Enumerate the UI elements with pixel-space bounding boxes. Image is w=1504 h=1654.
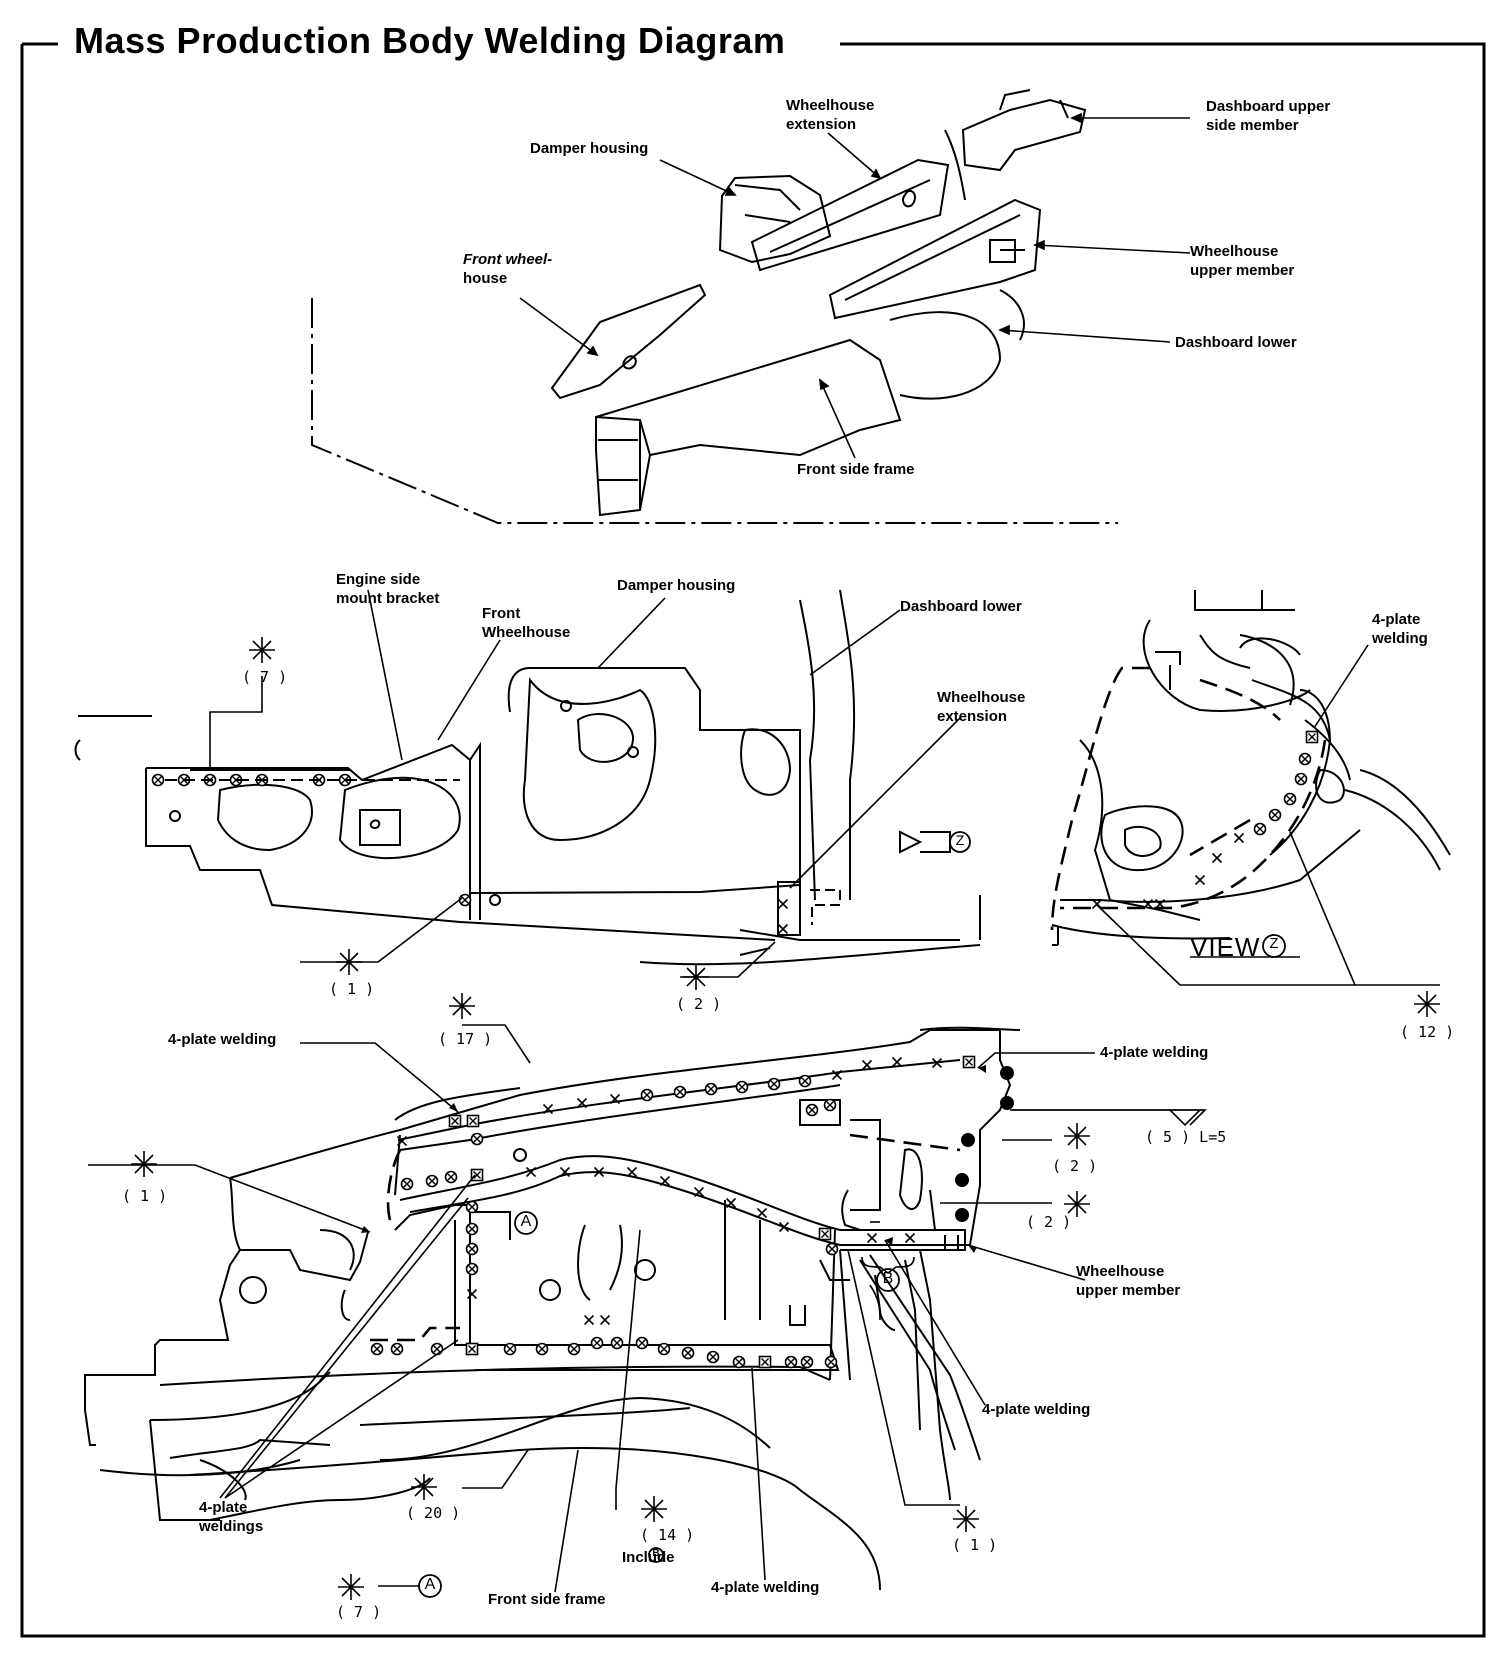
- top-view: [84, 1026, 1021, 1591]
- label-wheelhouse-extension-side: Wheelhouse extension: [937, 688, 1025, 726]
- exploded-view: [311, 89, 1118, 524]
- b-brace: [861, 1256, 915, 1274]
- label-line: extension: [786, 116, 857, 133]
- include-b-marker: B: [652, 1548, 660, 1559]
- weld-length-symbol: [1010, 1109, 1205, 1127]
- label-line: upper member: [1190, 262, 1295, 279]
- label-line: Dashboard upper: [1206, 98, 1331, 115]
- view-z-dashes: [1050, 666, 1327, 931]
- label-line: weldings: [199, 1518, 264, 1535]
- view-z-welds: [1091, 730, 1319, 910]
- top-num-1-right: ( 1 ): [952, 1536, 998, 1554]
- label-four-plate-weldings: 4-plate weldings: [199, 1498, 263, 1536]
- top-view-arc-welds: [955, 1066, 1014, 1222]
- top-num-1-left: ( 1 ): [122, 1187, 168, 1205]
- label-front-wheelhouse: Front wheel- house: [463, 250, 552, 288]
- top-view-dashes: [370, 1133, 961, 1342]
- label-line: Wheelhouse: [482, 624, 571, 641]
- weld-length-note: ( 5 ) L=5: [1145, 1128, 1227, 1146]
- label-line: 4-plate: [199, 1499, 248, 1516]
- label-front-wheelhouse-side: Front Wheelhouse: [482, 604, 570, 642]
- top-num-20: ( 20 ): [406, 1504, 461, 1522]
- page-title: Mass Production Body Welding Diagram: [64, 20, 796, 62]
- top-view-arrowheads: [361, 1065, 986, 1253]
- label-dashboard-upper-side-member: Dashboard upper side member: [1206, 97, 1330, 135]
- top-num-2-a: ( 2 ): [1052, 1157, 1098, 1175]
- label-line: Front: [482, 605, 521, 622]
- label-line: Front wheel-: [463, 251, 553, 268]
- side-num-2: ( 2 ): [676, 995, 722, 1013]
- label-line: Wheelhouse: [937, 689, 1026, 706]
- label-front-side-frame-top: Front side frame: [488, 1591, 606, 1608]
- label-line: Wheelhouse: [1190, 243, 1279, 260]
- label-line: mount bracket: [336, 590, 440, 607]
- label-front-side-frame: Front side frame: [797, 461, 915, 478]
- label-line: Wheelhouse: [786, 97, 875, 114]
- top-num-2-b: ( 2 ): [1026, 1213, 1072, 1231]
- view-z-caption: VIEW: [1190, 932, 1261, 962]
- top-num-14: ( 14 ): [640, 1526, 695, 1544]
- label-line: side member: [1206, 117, 1299, 134]
- z-arrow-marker: Z: [955, 832, 965, 848]
- label-line: house: [463, 270, 508, 287]
- side-view: [74, 589, 981, 966]
- viewz-num-12: ( 12 ): [1400, 1023, 1455, 1041]
- exploded-leaders: [519, 112, 1191, 459]
- label-four-plate-welding-viewz: 4-plate welding: [1372, 610, 1428, 648]
- label-engine-side-mount-bracket: Engine side mount bracket: [336, 570, 439, 608]
- top-num-17: ( 17 ): [438, 1030, 493, 1048]
- label-four-plate-welding-left: 4-plate welding: [168, 1031, 277, 1048]
- label-line: 4-plate: [1372, 611, 1421, 628]
- side-num-1: ( 1 ): [329, 980, 375, 998]
- label-line: upper member: [1076, 1282, 1181, 1299]
- side-num-7: ( 7 ): [242, 668, 288, 686]
- label-wheelhouse-upper-member-top: Wheelhouse upper member: [1076, 1262, 1180, 1300]
- label-include-b: Include: [622, 1549, 675, 1566]
- label-four-plate-welding-lower: 4-plate welding: [982, 1401, 1091, 1418]
- label-four-plate-welding-right: 4-plate welding: [1100, 1044, 1209, 1061]
- label-line: welding: [1372, 630, 1428, 647]
- side-view-leaders: [209, 589, 961, 978]
- label-damper-housing: Damper housing: [530, 140, 649, 157]
- marker-a-top: A: [520, 1213, 532, 1230]
- label-line: Engine side: [336, 571, 421, 588]
- label-damper-housing-side: Damper housing: [617, 577, 736, 594]
- marker-b-top: B: [882, 1270, 894, 1287]
- view-z-stars: [1413, 990, 1441, 1018]
- label-four-plate-welding-bottom: 4-plate welding: [711, 1579, 820, 1596]
- label-wheelhouse-extension: Wheelhouse extension: [786, 96, 874, 134]
- marker-a-bottom: A: [424, 1576, 436, 1593]
- view-z-leaders: [1096, 644, 1440, 986]
- label-dashboard-lower: Dashboard lower: [1175, 334, 1297, 351]
- top-num-7: ( 7 ): [336, 1603, 382, 1621]
- circled-markers: [418, 831, 1286, 1598]
- top-view-stars: [130, 992, 1091, 1601]
- label-line: extension: [937, 708, 1008, 725]
- label-dashboard-lower-side: Dashboard lower: [900, 598, 1022, 615]
- label-line: Wheelhouse: [1076, 1263, 1165, 1280]
- outer-frame: [20, 42, 1486, 1638]
- label-wheelhouse-upper-member: Wheelhouse upper member: [1190, 242, 1294, 280]
- view-z-marker: Z: [1269, 935, 1279, 952]
